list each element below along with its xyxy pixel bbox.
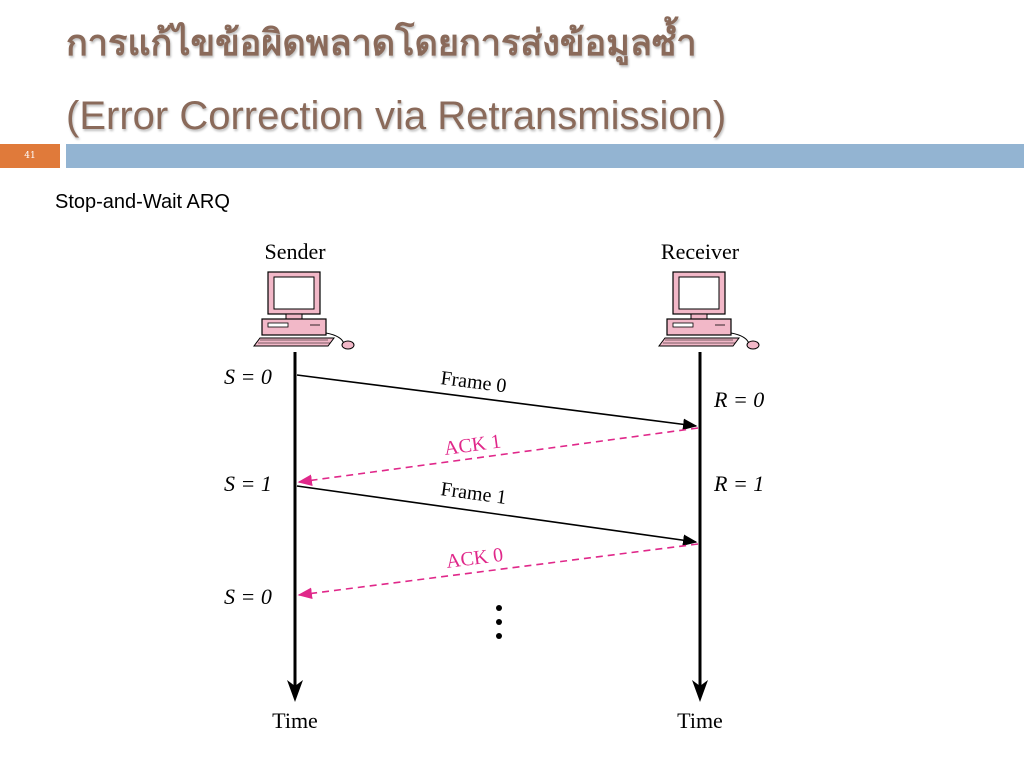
continuation-dots	[496, 605, 502, 639]
receiver-computer-icon	[658, 271, 760, 350]
slide-number: 41	[0, 144, 60, 168]
slide-title-thai: การแก้ไขข้อผิดพลาดโดยการส่งข้อมูลซ้ำ	[66, 23, 697, 64]
accent-bar	[66, 144, 1024, 168]
slide-title-english: (Error Correction via Retransmission)	[66, 94, 727, 138]
sender-timeline-arrowhead	[287, 680, 303, 702]
receiver-state: R = 0	[713, 387, 764, 412]
frame-1-arrow	[296, 485, 698, 546]
sender-time-label: Time	[272, 708, 318, 733]
stop-and-wait-diagram: Sender Receiver	[220, 232, 780, 740]
slide-subtitle: Stop-and-Wait ARQ	[55, 191, 230, 213]
ack-0-label: ACK 0	[445, 544, 505, 573]
sender-state: S = 0	[224, 584, 272, 609]
sender-computer-icon	[253, 271, 355, 350]
frame-0-label: Frame 0	[439, 367, 507, 397]
frame-0-arrow	[296, 374, 698, 431]
sender-label: Sender	[264, 239, 326, 264]
receiver-state: R = 1	[713, 471, 764, 496]
sender-state: S = 1	[224, 471, 272, 496]
receiver-timeline-arrowhead	[692, 680, 708, 702]
frame-1-label: Frame 1	[439, 478, 507, 509]
receiver-label: Receiver	[661, 239, 740, 264]
receiver-time-label: Time	[677, 708, 723, 733]
sender-state: S = 0	[224, 364, 272, 389]
